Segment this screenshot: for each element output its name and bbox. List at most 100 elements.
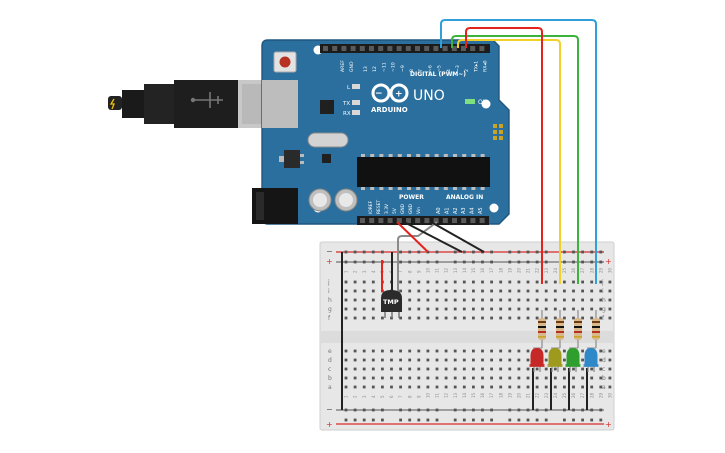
voltage-regulator (284, 150, 300, 168)
mounting-hole (489, 203, 499, 213)
column-label: 4 (371, 395, 376, 398)
led-green[interactable] (565, 348, 581, 372)
digital-pin-label: TX▸1 (473, 61, 479, 73)
power-pin-label: Vin (416, 207, 422, 214)
row-label: d (328, 357, 332, 364)
wire-green[interactable] (451, 35, 579, 284)
column-label: 26 (571, 392, 576, 398)
column-label: 7 (398, 395, 403, 398)
wire-blue[interactable] (440, 19, 597, 284)
barrel-jack-icon (252, 188, 298, 224)
wires[interactable] (341, 19, 597, 410)
column-label: 8 (407, 270, 412, 273)
power-pin-label: GND (400, 203, 406, 214)
analog-pin-label: A5 (478, 207, 484, 214)
wire-gnd-black[interactable] (403, 221, 463, 253)
digital-pin-label: ~6 (427, 65, 433, 72)
digital-pin-label: 2 (464, 69, 470, 72)
usb-jack (262, 80, 298, 128)
digital-pin-label: ~5 (437, 65, 443, 72)
column-label: 3 (362, 395, 367, 398)
model-label: UNO (413, 88, 445, 104)
status-leds: L TX RX (342, 84, 360, 117)
power-header-label: POWER (399, 194, 424, 201)
leds[interactable] (529, 348, 599, 372)
column-label: 23 (544, 267, 549, 273)
column-label: 11 (435, 267, 440, 273)
column-label: 25 (562, 392, 567, 398)
digital-pin-label: ~10 (391, 62, 397, 72)
led-label-l: L (347, 85, 351, 91)
column-label: 1 (344, 270, 349, 273)
row-label: i (602, 288, 604, 295)
power-pin-label: 3.3V (384, 204, 390, 214)
digital-pin-label: 4 (446, 69, 452, 72)
mounting-hole (481, 99, 491, 109)
digital-pin-label: 8 (409, 69, 415, 72)
column-label: 9 (416, 395, 421, 398)
row-label: h (328, 297, 332, 304)
svg-text:−: − (375, 89, 383, 99)
row-label: b (602, 375, 606, 382)
column-label: 6 (389, 395, 394, 398)
digital-header-label: DIGITAL (PWM~) (410, 71, 466, 78)
column-label: 18 (498, 392, 503, 398)
row-label: d (602, 357, 606, 364)
resistors[interactable] (533, 310, 600, 349)
row-label: c (328, 366, 331, 373)
column-label: 12 (444, 392, 449, 398)
column-label: 30 (608, 392, 613, 398)
power-pin-label: 5V (392, 208, 398, 214)
digital-pin-label: 7 (418, 69, 424, 72)
resistor[interactable] (533, 310, 546, 349)
column-label: 15 (471, 267, 476, 273)
column-label: 21 (526, 392, 531, 398)
column-label: 24 (553, 392, 558, 398)
column-label: 20 (517, 392, 522, 398)
column-label: 4 (371, 270, 376, 273)
resistor[interactable] (551, 310, 564, 349)
column-label: 25 (562, 267, 567, 273)
column-label: 19 (507, 392, 512, 398)
column-label: 1 (344, 395, 349, 398)
resistor[interactable] (569, 310, 582, 349)
svg-text:+: + (395, 90, 403, 100)
digital-pin-label: ~11 (381, 62, 387, 72)
wire-analog-gray[interactable] (397, 221, 438, 292)
digital-pin-label: 12 (372, 66, 378, 72)
column-label: 8 (407, 395, 412, 398)
temperature-sensor[interactable]: TMP (381, 290, 402, 318)
analog-pin-label: A0 (436, 207, 442, 214)
analog-pin-label: A1 (444, 207, 450, 214)
column-label: 20 (517, 267, 522, 273)
row-label: g (602, 306, 606, 313)
resistor[interactable] (587, 310, 600, 349)
capacitor (308, 188, 332, 212)
rail-minus-label: − (326, 247, 333, 256)
wire-gnd-black[interactable] (430, 221, 485, 253)
row-label: c (602, 366, 605, 373)
analog-pin-label: A2 (453, 207, 459, 214)
led-yellow[interactable] (547, 348, 563, 372)
wire-red[interactable] (465, 27, 543, 284)
column-label: 17 (489, 392, 494, 398)
reset-button-icon[interactable] (273, 51, 297, 73)
wire-yellow[interactable] (457, 39, 561, 284)
analog-pin-label: A4 (470, 207, 476, 214)
wire-power-red[interactable] (396, 221, 429, 253)
analog-header-label: ANALOG IN (446, 194, 483, 201)
column-label: 28 (589, 267, 594, 273)
led-red[interactable] (529, 348, 545, 372)
arduino-logo: − + ARDUINO UNO (371, 83, 445, 114)
aref-label: AREF (340, 60, 346, 72)
row-label: g (328, 306, 332, 313)
digital-pin-label: ~9 (400, 65, 406, 72)
led-blue[interactable] (583, 348, 599, 372)
digital-pin-label: 13 (363, 66, 369, 72)
column-label: 22 (535, 392, 540, 398)
analog-pin-label: A3 (461, 207, 467, 214)
column-label: 10 (426, 392, 431, 398)
